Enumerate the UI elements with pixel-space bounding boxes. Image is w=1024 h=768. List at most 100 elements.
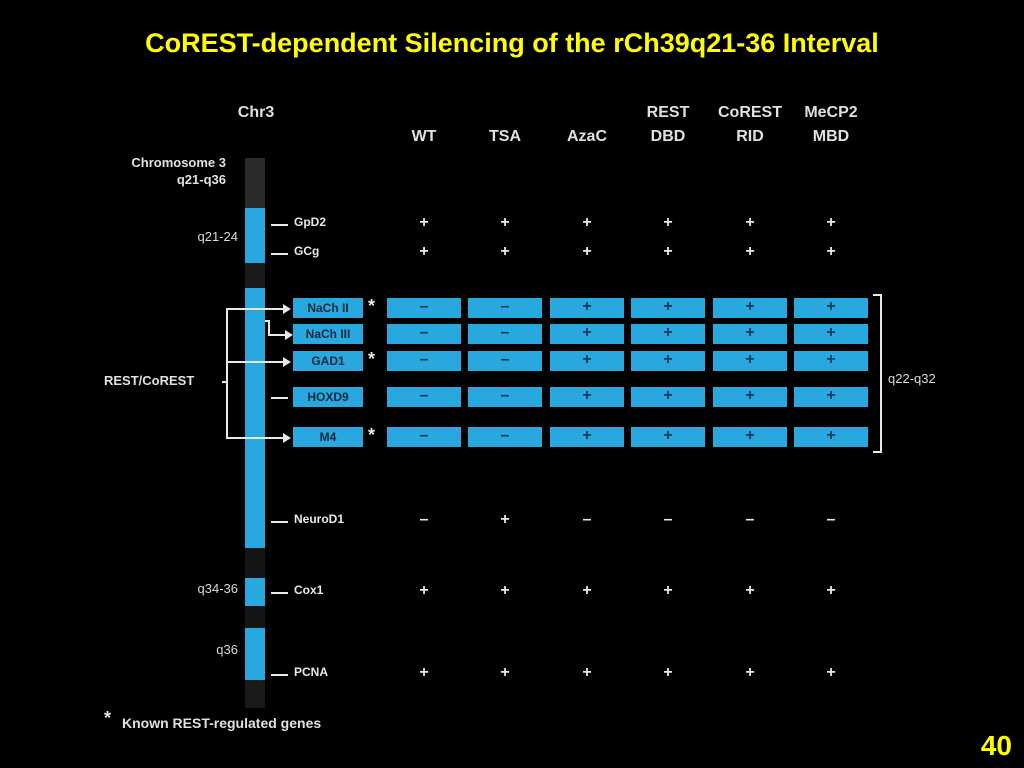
expression-value: + (745, 243, 755, 260)
gene-tick (271, 224, 288, 226)
gene-label-box: NaCh II (293, 298, 363, 318)
expression-value: + (745, 582, 755, 599)
expression-value: – (419, 324, 429, 341)
expression-value: + (826, 298, 836, 315)
expression-cell (713, 324, 787, 344)
expression-value: + (826, 582, 836, 599)
expression-cell (550, 324, 624, 344)
expression-value: – (500, 298, 510, 315)
expression-value: + (826, 214, 836, 231)
expression-value: + (663, 387, 673, 404)
expression-value: + (745, 387, 755, 404)
connector-line (226, 308, 228, 437)
column-header-6-line1: MeCP2 (804, 104, 858, 121)
expression-value: – (500, 324, 510, 341)
rest-corest-label: REST/CoREST (104, 373, 195, 388)
expression-value: + (582, 582, 592, 599)
expression-cell (794, 387, 868, 407)
slide-title: CoREST-dependent Silencing of the rCh39q… (145, 28, 879, 58)
expression-value: + (582, 324, 592, 341)
connector-line (226, 437, 284, 439)
expression-value: + (500, 511, 510, 528)
expression-value: + (826, 324, 836, 341)
gene-tick (271, 592, 288, 594)
expression-value: + (745, 427, 755, 444)
expression-cell (468, 351, 542, 371)
arrow-head (283, 357, 291, 367)
expression-value: + (419, 214, 429, 231)
column-header-5-line1: CoREST (718, 104, 782, 121)
expression-cell (631, 298, 705, 318)
expression-value: + (826, 427, 836, 444)
bracket-label: q22-q32 (888, 371, 936, 386)
expression-cell (631, 324, 705, 344)
expression-value: + (745, 324, 755, 341)
expression-value: + (582, 351, 592, 368)
expression-value: + (663, 324, 673, 341)
expression-cell (387, 324, 461, 344)
expression-value: – (419, 351, 429, 368)
expression-value: + (500, 214, 510, 231)
expression-cell (794, 298, 868, 318)
expression-cell (387, 298, 461, 318)
column-header-2-line1: TSA (489, 128, 521, 145)
expression-value: + (582, 214, 592, 231)
chromosome-band (245, 578, 265, 606)
expression-value: – (500, 427, 510, 444)
expression-value: + (582, 387, 592, 404)
chromosome-bar (245, 158, 265, 708)
column-header-3-line1: AzaC (566, 128, 608, 145)
expression-value: + (663, 214, 673, 231)
gene-label: NeuroD1 (294, 512, 345, 526)
connector-line (222, 381, 228, 383)
gene-tick (271, 253, 288, 255)
expression-value: + (826, 387, 836, 404)
expression-value: – (419, 387, 429, 404)
slide-number: 40 (980, 730, 1012, 761)
rest-regulated-asterisk: * (368, 425, 376, 445)
chromosome-label-line2: q21-q36 (176, 172, 226, 187)
gene-label: Cox1 (294, 583, 324, 597)
expression-cell (550, 427, 624, 447)
chromosome-band (245, 606, 265, 628)
region-label: q21-24 (197, 229, 238, 244)
chromosome-header: Chr3 (237, 104, 275, 121)
expression-cell (631, 387, 705, 407)
chromosome-band (245, 680, 265, 708)
expression-value: + (826, 664, 836, 681)
expression-cell (713, 351, 787, 371)
expression-value: + (500, 582, 510, 599)
connector-line (226, 361, 284, 363)
expression-value: + (582, 664, 592, 681)
expression-value: + (582, 298, 592, 315)
connector-line (265, 320, 270, 322)
expression-cell (631, 351, 705, 371)
expression-value: + (582, 243, 592, 260)
footnote-asterisk: * (104, 708, 112, 728)
expression-cell (550, 351, 624, 371)
rest-regulated-asterisk: * (368, 349, 376, 369)
arrow-head (285, 330, 293, 340)
expression-value: + (419, 243, 429, 260)
chromosome-band (245, 628, 265, 680)
arrow-head (283, 304, 291, 314)
gene-label: GCg (294, 244, 320, 258)
expression-value: + (419, 582, 429, 599)
expression-value: – (663, 511, 673, 528)
connector-line (226, 308, 284, 310)
expression-value: + (663, 298, 673, 315)
expression-cell (387, 351, 461, 371)
expression-value: + (745, 351, 755, 368)
expression-cell (550, 298, 624, 318)
expression-value: – (500, 387, 510, 404)
expression-value: – (419, 511, 429, 528)
connector-line (268, 320, 270, 334)
expression-cell (713, 427, 787, 447)
expression-value: – (500, 351, 510, 368)
expression-value: – (745, 511, 755, 528)
arrow-head (283, 433, 291, 443)
chromosome-band (245, 208, 265, 263)
gene-label: PCNA (294, 665, 329, 679)
expression-value: + (826, 243, 836, 260)
expression-value: – (826, 511, 836, 528)
